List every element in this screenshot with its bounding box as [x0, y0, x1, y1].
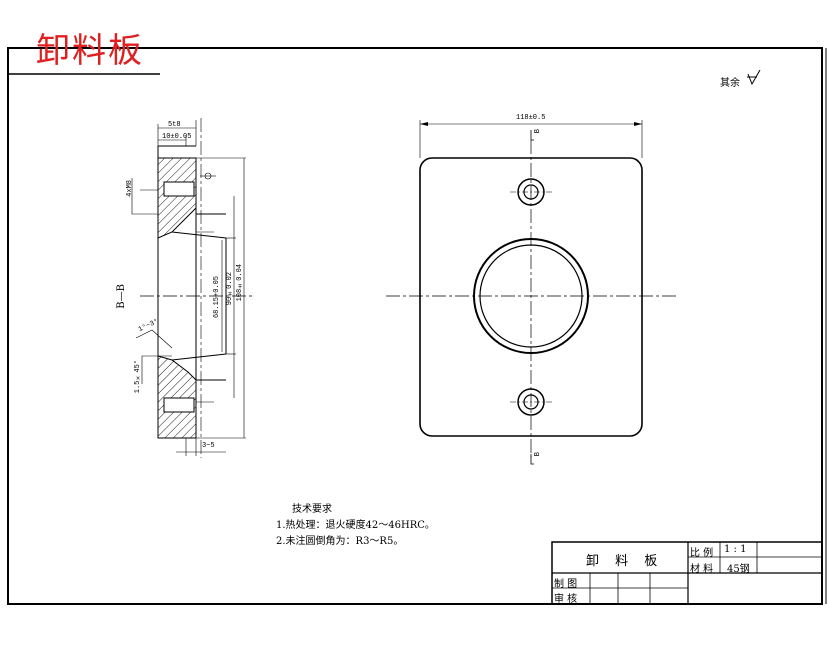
dim-height-c: 108±0.04	[236, 264, 244, 302]
dim-top-offset: 10±0.05	[162, 133, 192, 141]
dim-bottom-span: 3~5	[202, 442, 215, 450]
section-view	[131, 120, 246, 456]
section-mark-top: B	[534, 129, 542, 134]
tech-req-item-2: 2.未注圆倒角为：R3～R5。	[276, 536, 404, 547]
section-mark-bottom: B	[534, 452, 542, 457]
dim-chamfer: 1.5×45°	[134, 360, 142, 394]
tech-req-item-1: 1.热处理：退火硬度42～46HRC。	[276, 520, 435, 531]
tb-material-label: 材 料	[690, 564, 714, 575]
tech-req-heading: 技术要求	[292, 504, 332, 515]
tb-scale-label: 比 例	[690, 548, 714, 559]
section-label: B—B	[116, 284, 127, 309]
dim-plan-width: 118±0.5	[516, 114, 546, 122]
tb-part-name: 卸 料 板	[586, 554, 664, 569]
tb-scale-value: 1 : 1	[724, 544, 747, 555]
dim-top-total: 5t8	[168, 121, 181, 129]
roughness-symbol	[747, 69, 761, 86]
dim-side-thread: 4xM8	[126, 180, 134, 197]
tb-material-value: 45钢	[727, 564, 750, 575]
title-block-grid	[551, 541, 823, 605]
sheet-border	[7, 47, 823, 605]
drawing-title: 卸料板	[36, 31, 144, 71]
dim-height-b: 90±0.02	[226, 272, 234, 306]
roughness-label: 其余	[720, 78, 740, 89]
tb-drawn-label: 制 图	[554, 579, 578, 590]
tb-checked-label: 审 核	[554, 594, 578, 605]
dim-height-a: 68.15+0.05	[213, 276, 221, 319]
